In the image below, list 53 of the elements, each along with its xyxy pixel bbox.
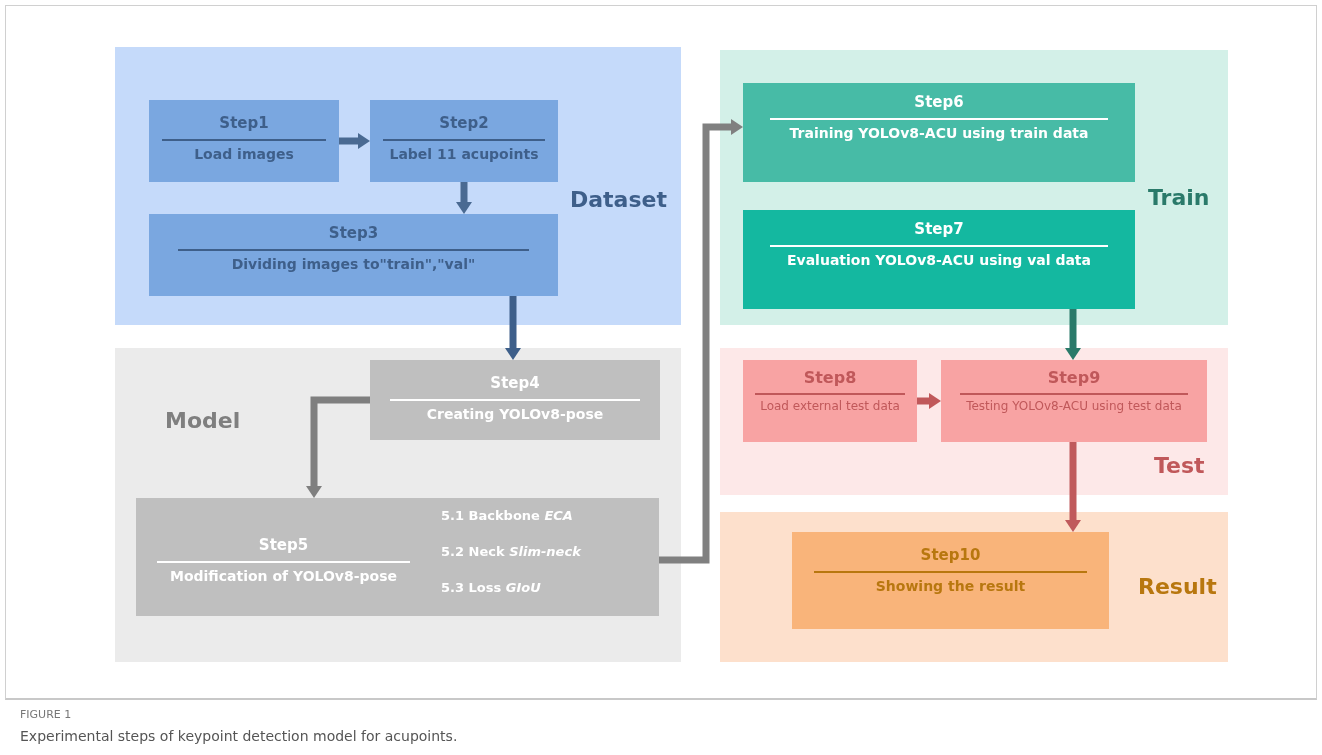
sub-step-text: 5.1 Backbone ECA <box>441 508 573 523</box>
section-title: Model <box>165 408 241 433</box>
arrow <box>339 133 370 149</box>
step-title: Step7 <box>913 220 965 238</box>
step-title: Step8 <box>802 368 858 387</box>
step-title: Step4 <box>489 374 541 392</box>
arrow <box>1065 442 1081 532</box>
step-description: Creating YOLOv8-pose <box>425 405 605 424</box>
sub-step-text: 5.2 Neck Slim-neck <box>441 544 581 559</box>
section-panel <box>115 348 681 662</box>
step-description: Evaluation YOLOv8-ACU using val data <box>786 251 1092 270</box>
step-box <box>743 83 1135 182</box>
figure-number: FIGURE 1 <box>20 708 72 721</box>
step-box <box>136 498 659 616</box>
step-description: Testing YOLOv8-ACU using test data <box>965 399 1183 415</box>
section-panel <box>720 348 1228 495</box>
step-box <box>941 360 1207 442</box>
arrow <box>456 182 472 214</box>
step-title: Step2 <box>438 114 490 132</box>
step-box <box>370 360 660 440</box>
step-description: Load external test data <box>759 399 901 415</box>
step-title: Step5 <box>257 536 310 554</box>
arrow <box>306 396 370 498</box>
step-description: Dividing images to"train","val" <box>230 255 477 274</box>
step-box <box>149 214 558 296</box>
section-panel <box>720 50 1228 325</box>
figure-caption: Experimental steps of keypoint detection model for acupoints. <box>20 728 458 744</box>
section-panel <box>720 512 1228 662</box>
section-title: Dataset <box>570 187 667 212</box>
step-box <box>743 360 917 442</box>
step-description: Modification of YOLOv8-pose <box>168 567 398 586</box>
step-description: Training YOLOv8-ACU using train data <box>788 124 1090 143</box>
section-title: Test <box>1154 453 1205 478</box>
arrow <box>659 119 743 564</box>
step-box <box>743 210 1135 309</box>
arrow <box>917 393 941 409</box>
step-box <box>149 100 339 182</box>
step-box <box>792 532 1109 629</box>
arrow <box>1065 309 1081 360</box>
step-description: Load images <box>193 145 295 164</box>
step-title: Step6 <box>913 93 965 111</box>
section-panel <box>115 47 681 325</box>
section-title: Result <box>1138 574 1217 599</box>
arrow <box>505 296 521 360</box>
step-title: Step10 <box>919 546 982 564</box>
step-description: Label 11 acupoints <box>388 145 540 164</box>
sub-step-text: 5.3 Loss GIoU <box>441 580 541 595</box>
section-title: Train <box>1148 185 1210 210</box>
step-description: Showing the result <box>874 577 1027 596</box>
step-title: Step3 <box>327 224 380 242</box>
step-title: Step9 <box>1046 368 1102 387</box>
step-title: Step1 <box>218 114 270 132</box>
step-box <box>370 100 558 182</box>
